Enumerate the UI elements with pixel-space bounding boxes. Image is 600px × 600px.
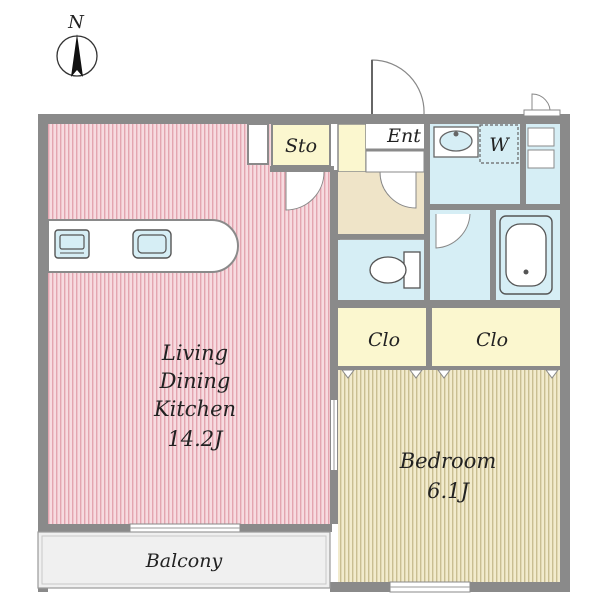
- storage-label: Sto: [285, 135, 317, 157]
- compass-arrow-icon: [71, 34, 83, 77]
- kitchen-sink: [132, 229, 172, 259]
- ldk-label-1: Living: [161, 341, 228, 365]
- ldk-label-3: Kitchen: [153, 397, 236, 421]
- cooktop: [54, 229, 90, 259]
- washroom: W: [424, 93, 561, 300]
- balcony: Balcony: [37, 531, 331, 589]
- washer-label: W: [489, 134, 510, 156]
- washer-space: [479, 124, 519, 164]
- entrance-label: Ent: [386, 125, 421, 147]
- bedroom-label-1: Bedroom: [399, 449, 497, 473]
- ldk-label-4: 14.2J: [167, 427, 224, 451]
- hall-area: Ent: [330, 59, 430, 241]
- ldk-label-2: Dining: [159, 369, 231, 393]
- fridge-space: [247, 123, 269, 165]
- closet-right: [432, 308, 560, 368]
- storage-room: Sto: [270, 123, 334, 211]
- compass: N: [56, 12, 98, 77]
- closet-right-label: Clo: [476, 329, 508, 351]
- bedroom-room: Bedroom 6.1J: [338, 369, 560, 593]
- compass-north-label: N: [67, 12, 85, 33]
- closet-left: [338, 308, 426, 368]
- balcony-label: Balcony: [145, 550, 223, 572]
- entrance-door-icon: [371, 59, 425, 115]
- bedroom-label-2: 6.1J: [427, 479, 470, 503]
- bathroom: [430, 204, 560, 300]
- closets: Clo Clo: [338, 308, 560, 370]
- ldk-room: Living Dining Kitchen 14.2J: [47, 123, 338, 533]
- closet-left-label: Clo: [368, 329, 400, 351]
- toilet-room: [330, 240, 560, 308]
